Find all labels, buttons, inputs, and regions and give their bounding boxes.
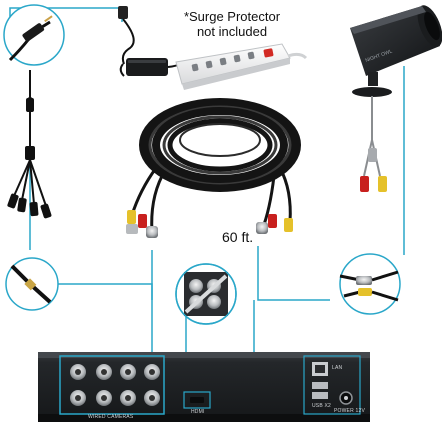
coiled-extension-cable [130, 98, 301, 233]
power-splitter-cable [7, 70, 52, 219]
dvr-label-hdmi: HDMI [191, 409, 205, 415]
dvr-label-lan: LAN [332, 365, 343, 371]
rca-connector-icon [284, 218, 293, 232]
bnc-connector-icon [356, 276, 372, 285]
rca-connector-icon [358, 288, 372, 296]
surge-protector-note: *Surge Protector not included [172, 9, 292, 40]
camera-connection-callout [339, 253, 401, 315]
security-camera: NIGHT OWL [350, 5, 442, 192]
dvr-label-usb: USB X2 [312, 403, 331, 409]
dvr-bnc-ports [70, 364, 160, 406]
bnc-connector-icon [256, 222, 268, 234]
dvr-label-wired-cameras: WIRED CAMERAS [88, 414, 134, 420]
rca-connector-icon [138, 214, 147, 228]
bnc-connector-icon [146, 226, 158, 238]
bnc-closeup-callout [175, 263, 237, 325]
surge-note-line2: not included [196, 23, 268, 39]
power-plug-icon [8, 15, 53, 62]
surge-note-line1: *Surge Protector [183, 9, 281, 24]
rca-connector-icon [127, 210, 136, 224]
power-plug-callout [3, 4, 65, 66]
cable-end-left-connectors [126, 210, 158, 238]
cable-end-right-connectors [256, 214, 293, 234]
dvr-label-power: POWER 12V [334, 408, 365, 414]
surge-protector-strip [175, 43, 308, 90]
bnc-connector-icon [70, 364, 160, 406]
power-connection-callout [5, 257, 59, 311]
rca-connector-icon [268, 214, 277, 228]
cable-length-label: 60 ft. [222, 229, 254, 245]
